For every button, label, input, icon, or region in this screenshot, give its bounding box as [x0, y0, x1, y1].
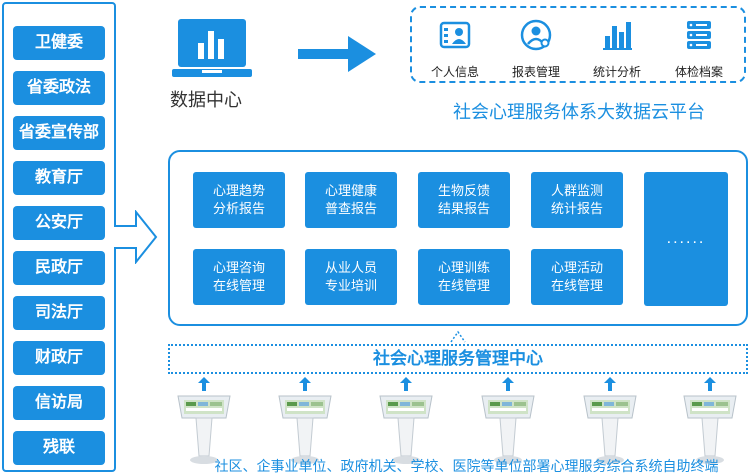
report-line: 心理健康 [324, 183, 377, 198]
self-service-kiosk-icon [278, 395, 332, 464]
report-tile[interactable]: 心理健康普查报告 [305, 172, 397, 228]
agency-item[interactable]: 民政厅 [13, 251, 105, 285]
report-tile[interactable]: 从业人员专业培训 [305, 249, 397, 305]
self-service-kiosk-icon [583, 395, 637, 464]
platform-item-statistics[interactable]: 统计分析 [582, 18, 652, 80]
report-tile[interactable]: 人群监测统计报告 [531, 172, 623, 228]
bar-chart-icon [603, 22, 632, 50]
report-line: 专业培训 [324, 278, 377, 293]
platform-item-personal-info[interactable]: 个人信息 [420, 18, 490, 80]
agency-item[interactable]: 信访局 [13, 386, 105, 420]
report-tile[interactable]: 心理咨询在线管理 [193, 249, 285, 305]
hollow-arrow-right-icon [114, 210, 158, 264]
report-line: 生物反馈 [437, 183, 490, 198]
footer-caption: 社区、企事业单位、政府机关、学校、医院等单位部署心理服务综合系统自助终端 [214, 458, 719, 474]
report-line: 分析报告 [212, 201, 265, 216]
agency-item[interactable]: 卫健委 [13, 26, 105, 60]
report-line: 心理咨询 [212, 260, 265, 275]
report-tile[interactable]: 心理活动在线管理 [531, 249, 623, 305]
platform-item-label: 报表管理 [511, 65, 560, 79]
self-service-kiosk-icon [379, 395, 433, 464]
arrow-up-icon [604, 377, 616, 391]
management-center-label: 社会心理服务管理中心 [373, 349, 543, 368]
self-service-kiosk-icon [481, 395, 535, 464]
platform-item-health-archive[interactable]: 体检档案 [664, 18, 734, 80]
arrow-up-icon [704, 377, 716, 391]
report-line: 从业人员 [324, 260, 377, 275]
report-tile[interactable]: 心理训练在线管理 [418, 249, 510, 305]
platform-item-label: 体检档案 [674, 65, 723, 79]
server-icon [687, 21, 711, 49]
report-line: 心理活动 [550, 260, 603, 275]
arrow-right-icon [298, 36, 376, 72]
agency-item[interactable]: 财政厅 [13, 341, 105, 375]
report-line: 在线管理 [437, 278, 490, 293]
agency-panel: 卫健委 省委政法 省委宣传部 教育厅 公安厅 民政厅 司法厅 财政厅 信访局 残… [2, 2, 116, 472]
self-service-kiosk-icon [683, 395, 737, 464]
report-line: 人群监测 [550, 183, 603, 198]
agency-item[interactable]: 残联 [13, 431, 105, 465]
arrow-up-icon [299, 377, 311, 391]
report-tile[interactable]: 心理趋势分析报告 [193, 172, 285, 228]
report-line: 心理趋势 [212, 183, 265, 198]
more-tile[interactable]: ...... [644, 172, 728, 306]
arrow-up-icon [502, 377, 514, 391]
platform-title: 社会心理服务体系大数据云平台 [453, 102, 705, 122]
arrow-up-icon [400, 377, 412, 391]
report-line: 统计报告 [550, 201, 603, 216]
agency-item[interactable]: 省委宣传部 [13, 116, 105, 150]
report-line: 结果报告 [437, 201, 490, 216]
agency-item[interactable]: 教育厅 [13, 161, 105, 195]
report-line: 普查报告 [324, 201, 377, 216]
platform-box: 个人信息 报表管理 统计分析 体检档案 [410, 6, 746, 83]
dotted-arrow-up-icon [450, 330, 466, 343]
management-center-box [168, 344, 748, 374]
self-service-kiosk-icon [177, 395, 231, 464]
user-settings-icon [520, 19, 552, 51]
arrow-up-icon [198, 377, 210, 391]
report-line: 在线管理 [550, 278, 603, 293]
platform-item-label: 个人信息 [430, 65, 479, 79]
monitor-chart-icon [172, 19, 252, 77]
data-center-label: 数据中心 [170, 90, 242, 110]
agency-item[interactable]: 公安厅 [13, 206, 105, 240]
agency-item[interactable]: 省委政法 [13, 71, 105, 105]
report-tile[interactable]: 生物反馈结果报告 [418, 172, 510, 228]
agency-item[interactable]: 司法厅 [13, 296, 105, 330]
platform-item-report-management[interactable]: 报表管理 [501, 18, 571, 80]
id-card-icon [439, 21, 471, 49]
platform-item-label: 统计分析 [592, 65, 641, 79]
report-line: 心理训练 [437, 260, 490, 275]
report-line: 在线管理 [212, 278, 265, 293]
